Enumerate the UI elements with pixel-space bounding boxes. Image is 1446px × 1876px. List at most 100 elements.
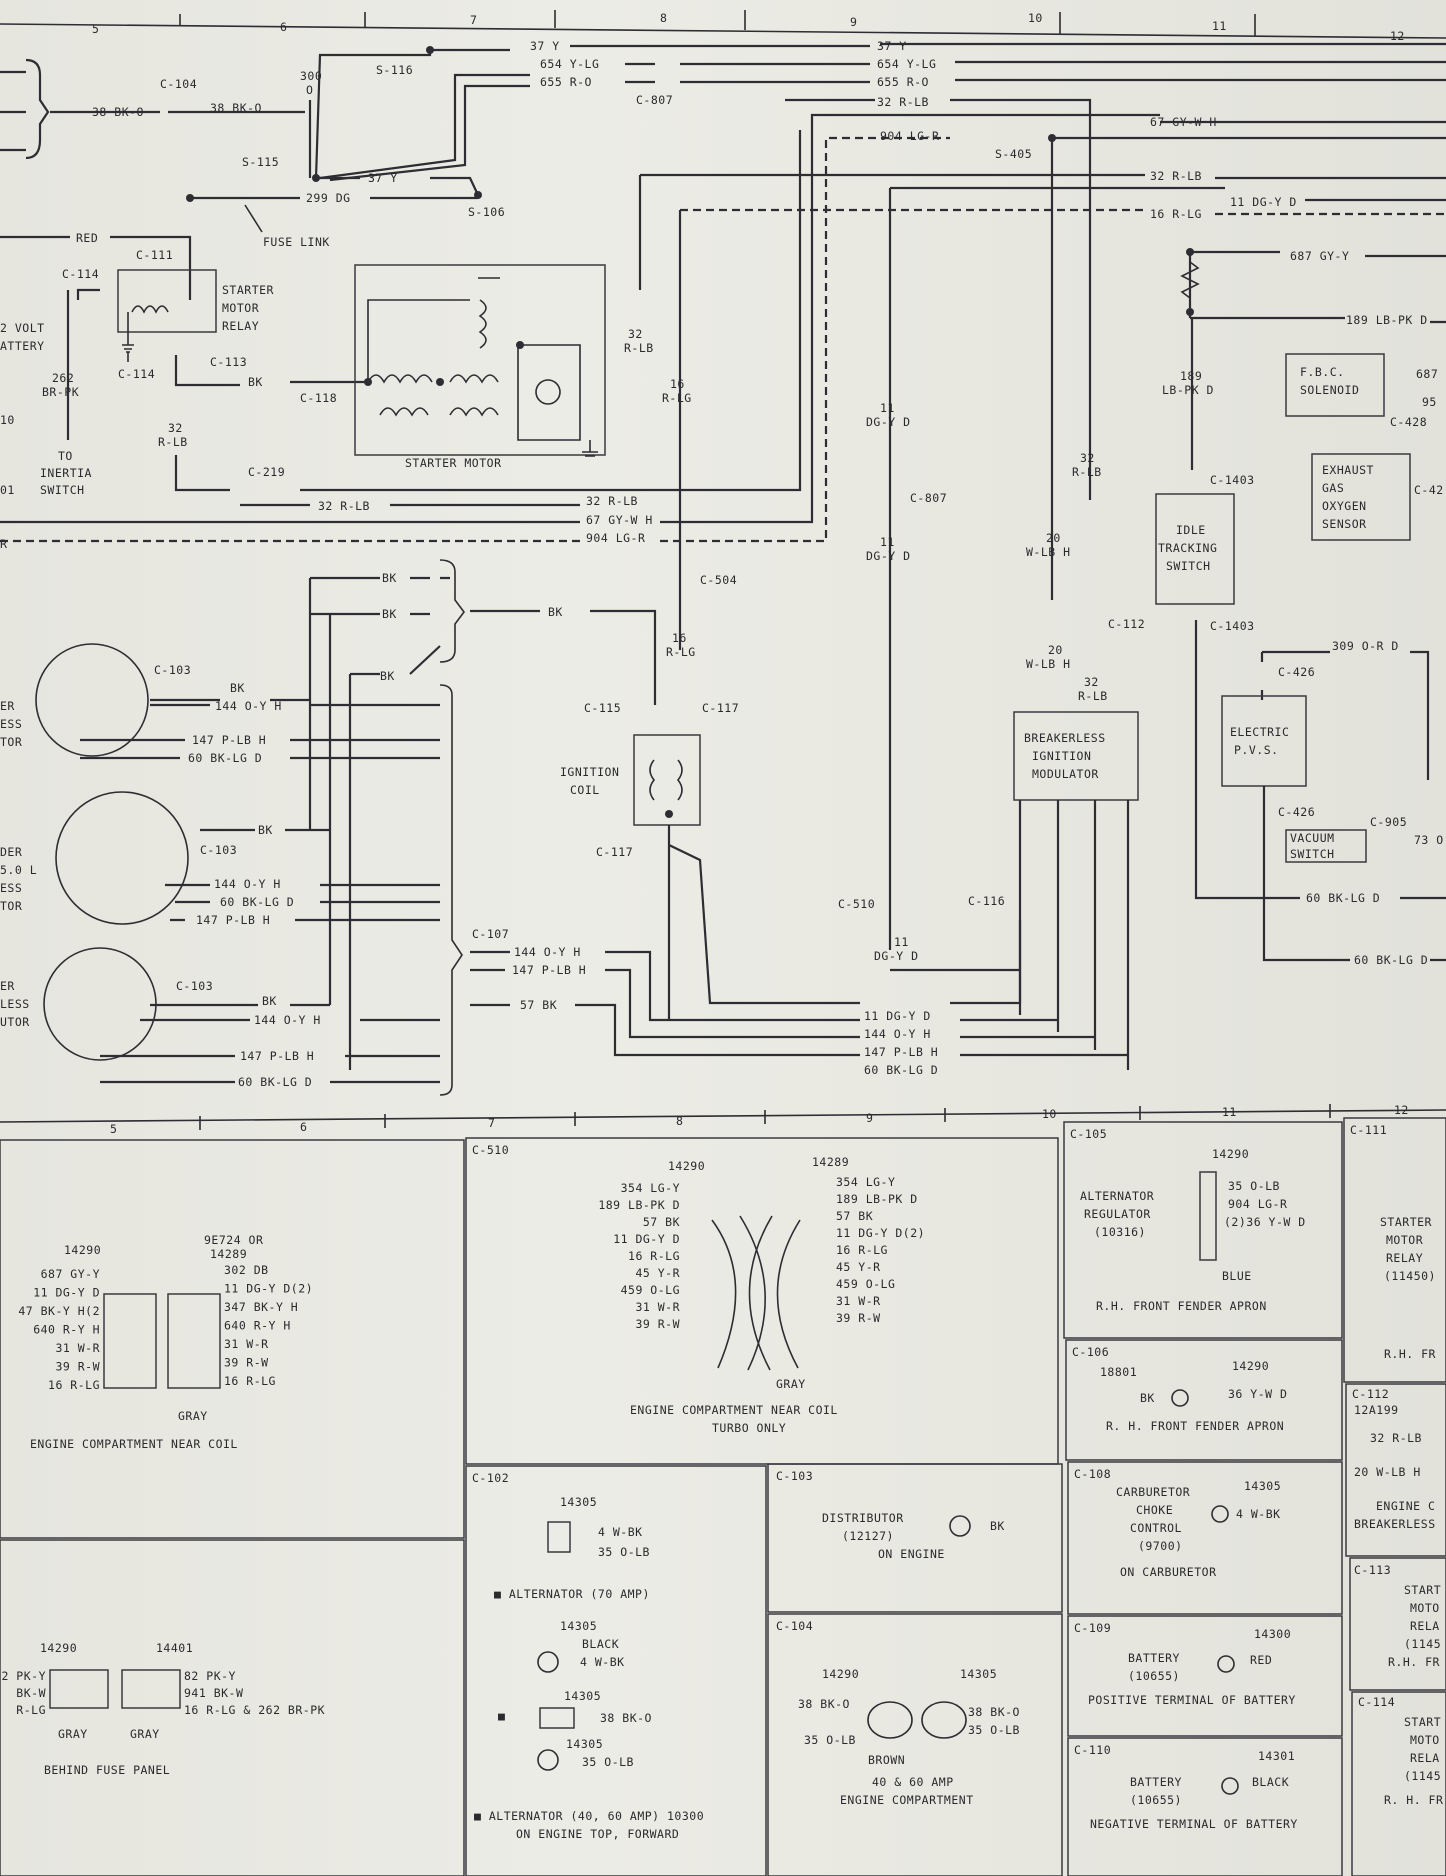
c106-caption: R. H. FRONT FENDER APRON <box>1106 1419 1284 1433</box>
c110-name-2: (10655) <box>1130 1793 1182 1807</box>
wire-bk-1: BK <box>382 571 397 585</box>
c109-part: 14300 <box>1254 1627 1291 1641</box>
c105-caption: R.H. FRONT FENDER APRON <box>1096 1299 1267 1313</box>
c103-bk: BK <box>990 1519 1005 1533</box>
dot-687 <box>1186 248 1194 256</box>
distributor-cap-1 <box>35 643 149 757</box>
wire-bk-2: BK <box>382 607 397 621</box>
wire-red: RED <box>76 231 98 245</box>
lt-right-pin: 31 W-R <box>224 1337 269 1351</box>
c106-bk: BK <box>1140 1391 1155 1405</box>
c102-eyelet-d <box>537 1749 559 1771</box>
c510-caption-2: TURBO ONLY <box>712 1421 786 1435</box>
panel-c110 <box>1067 1737 1343 1876</box>
exhaust-label-3: OXYGEN <box>1322 499 1367 513</box>
connector-c115-label: C-115 <box>584 701 621 715</box>
wire-37y: 37 Y <box>530 39 560 53</box>
c104-part-2: 14305 <box>960 1667 997 1681</box>
wire-300-color: O <box>306 83 313 97</box>
splice-s106-label: S-106 <box>468 205 505 219</box>
c102-eyelet-b <box>537 1651 559 1673</box>
c111-name-2: MOTOR <box>1386 1233 1423 1247</box>
wire-144-c: 144 O-Y H <box>254 1013 321 1027</box>
wire-904: 904 LG-R <box>880 129 939 143</box>
wire-20: 20 <box>1046 531 1061 545</box>
fbc-solenoid-box <box>1285 353 1385 417</box>
panel-c103 <box>767 1463 1063 1613</box>
starter-relay-label-3: RELAY <box>222 319 259 333</box>
wire-11-v2: 11 <box>880 535 895 549</box>
lt-left-pin: 16 R-LG <box>48 1378 100 1392</box>
idle-label-1: IDLE <box>1176 523 1206 537</box>
c104-caption-1: 40 & 60 AMP <box>872 1775 954 1789</box>
wire-655-right: 655 R-O <box>877 75 929 89</box>
connector-c428-label: C-428 <box>1390 415 1427 429</box>
lt-left-pin: 39 R-W <box>55 1360 100 1374</box>
c110-name-1: BATTERY <box>1130 1775 1182 1789</box>
grid-6: 6 <box>280 20 287 34</box>
c102-plug-c <box>539 1707 575 1729</box>
c113-name-3: RELA <box>1410 1619 1440 1633</box>
c109-caption: POSITIVE TERMINAL OF BATTERY <box>1088 1693 1296 1707</box>
c105-title: C-105 <box>1070 1127 1107 1141</box>
wire-67-right: 67 GY-W H <box>586 513 653 527</box>
lb-part-2: 14401 <box>156 1641 193 1655</box>
c114-title: C-114 <box>1358 1695 1395 1709</box>
lt-left-pin: 687 GY-Y <box>41 1267 100 1281</box>
lt-right-pin: 39 R-W <box>224 1356 269 1370</box>
c105-pin-1: 35 O-LB <box>1228 1179 1280 1193</box>
connector-c426a-label: C-426 <box>1278 665 1315 679</box>
c105-part: 14290 <box>1212 1147 1249 1161</box>
c106-wire: 36 Y-W D <box>1228 1387 1287 1401</box>
c114-caption: R. H. FR <box>1384 1793 1443 1807</box>
c110-caption: NEGATIVE TERMINAL OF BATTERY <box>1090 1817 1298 1831</box>
wire-95: 95 <box>1422 395 1437 409</box>
c110-part: 14301 <box>1258 1749 1295 1763</box>
connector-c426b-label: C-426 <box>1278 805 1315 819</box>
wire-57: 57 BK <box>520 998 557 1012</box>
wire-189-v-color: LB-PK D <box>1162 383 1214 397</box>
modulator-label-1: BREAKERLESS <box>1024 731 1106 745</box>
ignition-coil-label-2: COIL <box>570 783 600 797</box>
connector-c103c-label: C-103 <box>176 979 213 993</box>
panel-c105 <box>1063 1121 1343 1339</box>
connector-c807b-label: C-807 <box>910 491 947 505</box>
c112-part: 12A199 <box>1354 1403 1399 1417</box>
c108-wire: 4 W-BK <box>1236 1507 1281 1521</box>
wire-11-v: 11 <box>880 401 895 415</box>
c111-name-4: (11450) <box>1384 1269 1436 1283</box>
exhaust-label-1: EXHAUST <box>1322 463 1374 477</box>
wire-147-c: 147 P-LB H <box>240 1049 314 1063</box>
center-right-wires: 37 Y 654 Y-LG 655 R-O 32 R-LB 904 LG-R S… <box>624 39 1446 1070</box>
grid-mid-9: 9 <box>866 1111 873 1125</box>
wire-11-dgy: 11 DG-Y D <box>1230 195 1297 209</box>
c105-name-2: REGULATOR <box>1084 1207 1151 1221</box>
c104-r1: 38 BK-O <box>968 1705 1020 1719</box>
grid-8: 8 <box>660 11 667 25</box>
lt-part-3: 14289 <box>210 1247 247 1261</box>
connector-c118-label: C-118 <box>300 391 337 405</box>
connector-c219-label: C-219 <box>248 465 285 479</box>
c102-c1: 38 BK-O <box>600 1711 652 1725</box>
distributor-cap-3 <box>43 947 157 1061</box>
wire-60-c: 60 BK-LG D <box>238 1075 312 1089</box>
wire-16-rlg: 16 R-LG <box>1150 207 1202 221</box>
c105-name-1: ALTERNATOR <box>1080 1189 1154 1203</box>
pvs-box <box>1221 695 1307 787</box>
c114-name-3: RELA <box>1410 1751 1440 1765</box>
dist3-label-1: ER <box>0 979 15 993</box>
starter-dot-3 <box>516 341 524 349</box>
lt-caption: ENGINE COMPARTMENT NEAR COIL <box>30 1437 238 1451</box>
c110-title: C-110 <box>1074 1743 1111 1757</box>
c113-caption: R.H. FR <box>1388 1655 1440 1669</box>
c102-b1: 4 W-BK <box>580 1655 625 1669</box>
grid-mid-8: 8 <box>676 1114 683 1128</box>
wire-32-vertical: 32 <box>168 421 183 435</box>
starter-relay-label-2: MOTOR <box>222 301 259 315</box>
mid-grid: 5 6 7 8 9 10 11 12 <box>0 1103 1446 1136</box>
wire-16-v2-color: R-LG <box>666 645 696 659</box>
lb-caption: BEHIND FUSE PANEL <box>44 1763 170 1777</box>
vacuum-label-1: VACUUM <box>1290 831 1335 845</box>
